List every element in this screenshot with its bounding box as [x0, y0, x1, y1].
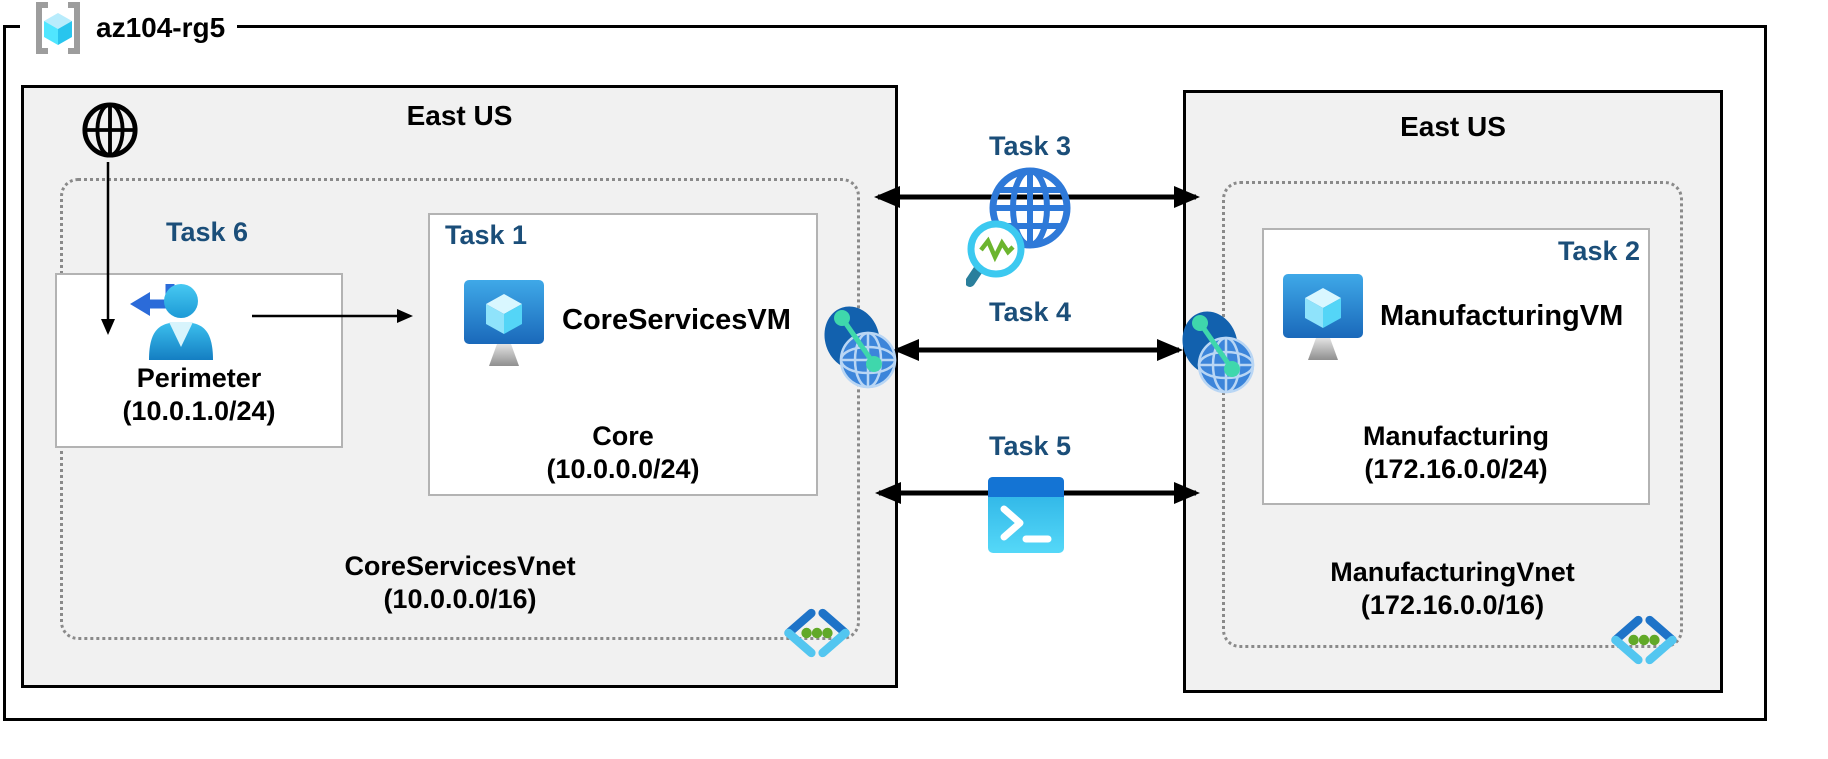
right-vnet-label: ManufacturingVnet (172.16.0.0/16) — [1232, 556, 1673, 622]
core-subnet-cidr: (10.0.0.0/24) — [546, 454, 700, 484]
resource-group-name: az104-rg5 — [96, 12, 226, 43]
manufacturing-subnet-label: Manufacturing (172.16.0.0/24) — [1262, 420, 1650, 486]
task1-label: Task 1 — [445, 220, 528, 250]
perimeter-subnet-cidr: (10.0.1.0/24) — [122, 396, 276, 426]
task5-label: Task 5 — [988, 431, 1072, 461]
manufacturing-vm-name: ManufacturingVM — [1380, 300, 1624, 332]
virtual-machine-icon — [464, 280, 544, 366]
vnet-peering-icon — [1182, 311, 1255, 394]
perimeter-subnet-name: Perimeter — [136, 363, 262, 393]
core-subnet-label: Core (10.0.0.0/24) — [428, 420, 818, 486]
task4-label: Task 4 — [988, 297, 1072, 327]
right-vnet-boundary — [1222, 181, 1683, 648]
right-vnet-name: ManufacturingVnet — [1330, 557, 1575, 587]
perimeter-subnet-label: Perimeter (10.0.1.0/24) — [55, 362, 343, 428]
resource-group-title: az104-rg5 — [20, 0, 238, 56]
manufacturing-subnet-name: Manufacturing — [1363, 421, 1549, 451]
left-region-location: East US — [406, 100, 513, 131]
left-vnet-label: CoreServicesVnet (10.0.0.0/16) — [110, 550, 810, 616]
vnet-peering-icon — [824, 306, 897, 389]
resource-group-box — [3, 25, 1767, 721]
virtual-machine-icon — [1283, 274, 1363, 360]
task6-label: Task 6 — [165, 217, 249, 247]
network-watcher-icon — [966, 167, 1071, 287]
perimeter-subnet-box — [55, 273, 343, 448]
resource-group-icon — [36, 2, 80, 54]
left-vnet-name: CoreServicesVnet — [344, 551, 576, 581]
manufacturing-subnet-cidr: (172.16.0.0/24) — [1364, 454, 1548, 484]
powershell-terminal-icon — [988, 477, 1064, 553]
left-vnet-cidr: (10.0.0.0/16) — [383, 584, 537, 614]
right-region-location: East US — [1400, 111, 1506, 142]
internet-globe-icon — [82, 102, 138, 158]
task3-label: Task 3 — [988, 131, 1072, 161]
user-sign-in-icon — [130, 284, 213, 360]
virtual-network-icon — [784, 608, 850, 658]
core-vm-name: CoreServicesVM — [562, 304, 791, 336]
virtual-network-icon — [1611, 615, 1677, 665]
task2-label: Task 2 — [1557, 236, 1640, 266]
right-vnet-cidr: (172.16.0.0/16) — [1360, 590, 1545, 620]
core-subnet-box — [428, 213, 818, 496]
core-subnet-name: Core — [592, 421, 654, 451]
